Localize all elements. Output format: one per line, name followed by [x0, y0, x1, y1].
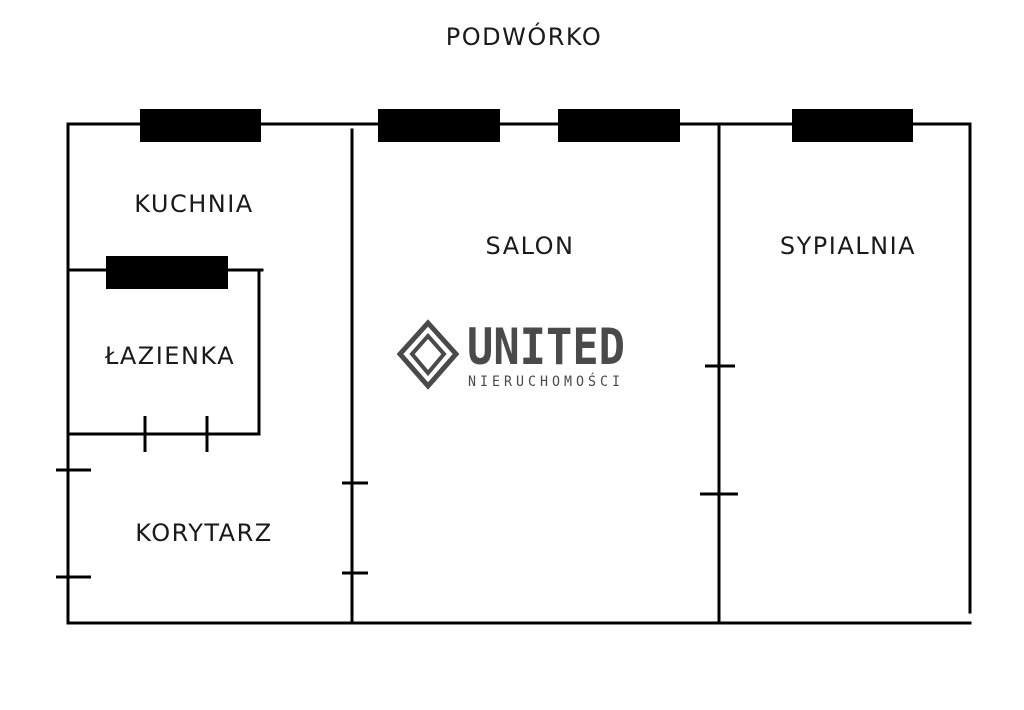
label-courtyard: PODWÓRKO — [446, 21, 602, 51]
door-marks — [56, 364, 738, 579]
window-salon-right — [558, 109, 680, 142]
window-kitchen — [140, 109, 261, 142]
window-bedroom — [792, 109, 913, 142]
diamond-logo-icon — [396, 319, 460, 390]
watermark-logo: UNITED NIERUCHOMOŚCI — [396, 318, 625, 390]
window-bathroom — [106, 256, 228, 289]
logo-tagline: NIERUCHOMOŚCI — [468, 372, 624, 390]
label-living-room: SALON — [486, 232, 575, 260]
label-kitchen: KUCHNIA — [134, 190, 253, 218]
label-bedroom: SYPIALNIA — [780, 232, 916, 260]
windows — [106, 109, 913, 289]
logo-name: UNITED — [467, 318, 625, 376]
window-salon-left — [378, 109, 500, 142]
label-bathroom: ŁAZIENKA — [104, 342, 235, 370]
label-hallway: KORYTARZ — [135, 519, 272, 547]
